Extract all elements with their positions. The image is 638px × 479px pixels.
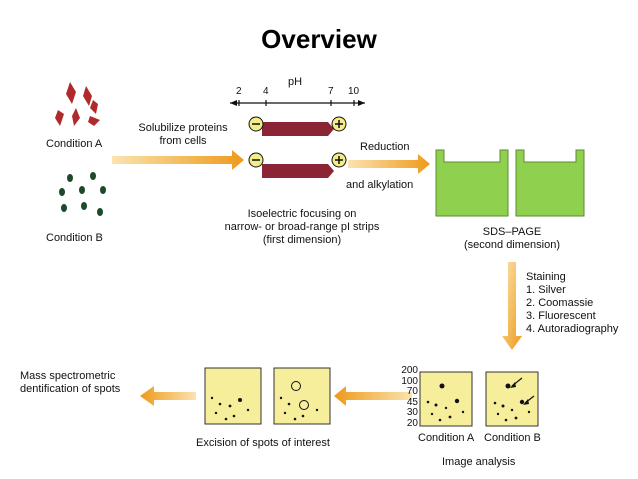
analysis-panel-a [419, 371, 473, 427]
staining-heading: Staining [526, 271, 566, 283]
ph-tick-7: 7 [328, 86, 334, 97]
condition-a-label: Condition A [46, 138, 103, 150]
ph-tick-2: 2 [236, 86, 242, 97]
arrow-to-mass-spec [140, 386, 196, 406]
condition-b-cells [59, 172, 106, 216]
analysis-label-a: Condition A [418, 432, 475, 444]
ph-tick-4: 4 [263, 86, 269, 97]
staining-item: 4. Autoradiography [526, 323, 619, 335]
ief-strip-top [262, 122, 334, 136]
image-analysis-caption: Image analysis [442, 456, 516, 468]
alkylation-label: and alkylation [346, 179, 414, 191]
excision-caption: Excision of spots of interest [196, 437, 330, 449]
analysis-panel-b [485, 371, 539, 427]
excision-panel-left [204, 367, 262, 425]
staining-item: 3. Fluorescent [526, 310, 596, 322]
reduction-label: Reduction [360, 141, 410, 153]
staining-item: 2. Coomassie [526, 297, 594, 309]
sds-page-caption: SDS–PAGE(second dimension) [464, 226, 560, 251]
excision-panel-right [273, 367, 331, 425]
staining-item: 1. Silver [526, 284, 566, 296]
analysis-label-b: Condition B [484, 432, 541, 444]
arrow-to-excision [334, 386, 412, 406]
page-title: Overview [261, 24, 377, 54]
arrow-to-analysis [502, 262, 522, 350]
sds-gel-left [435, 149, 509, 217]
electrode-signs [252, 120, 343, 164]
ph-label: pH [288, 76, 303, 88]
ief-strip-bottom [262, 164, 334, 178]
staining-list: Staining 1. Silver 2. Coomassie 3. Fluor… [526, 271, 618, 336]
ph-tick-10: 10 [348, 86, 360, 97]
arrow-to-ief [112, 150, 244, 170]
arrow-to-sds [348, 154, 430, 174]
condition-b-label: Condition B [46, 232, 103, 244]
ph-scale [230, 100, 365, 106]
sds-gel-right [515, 149, 585, 217]
condition-a-cells [55, 82, 100, 126]
